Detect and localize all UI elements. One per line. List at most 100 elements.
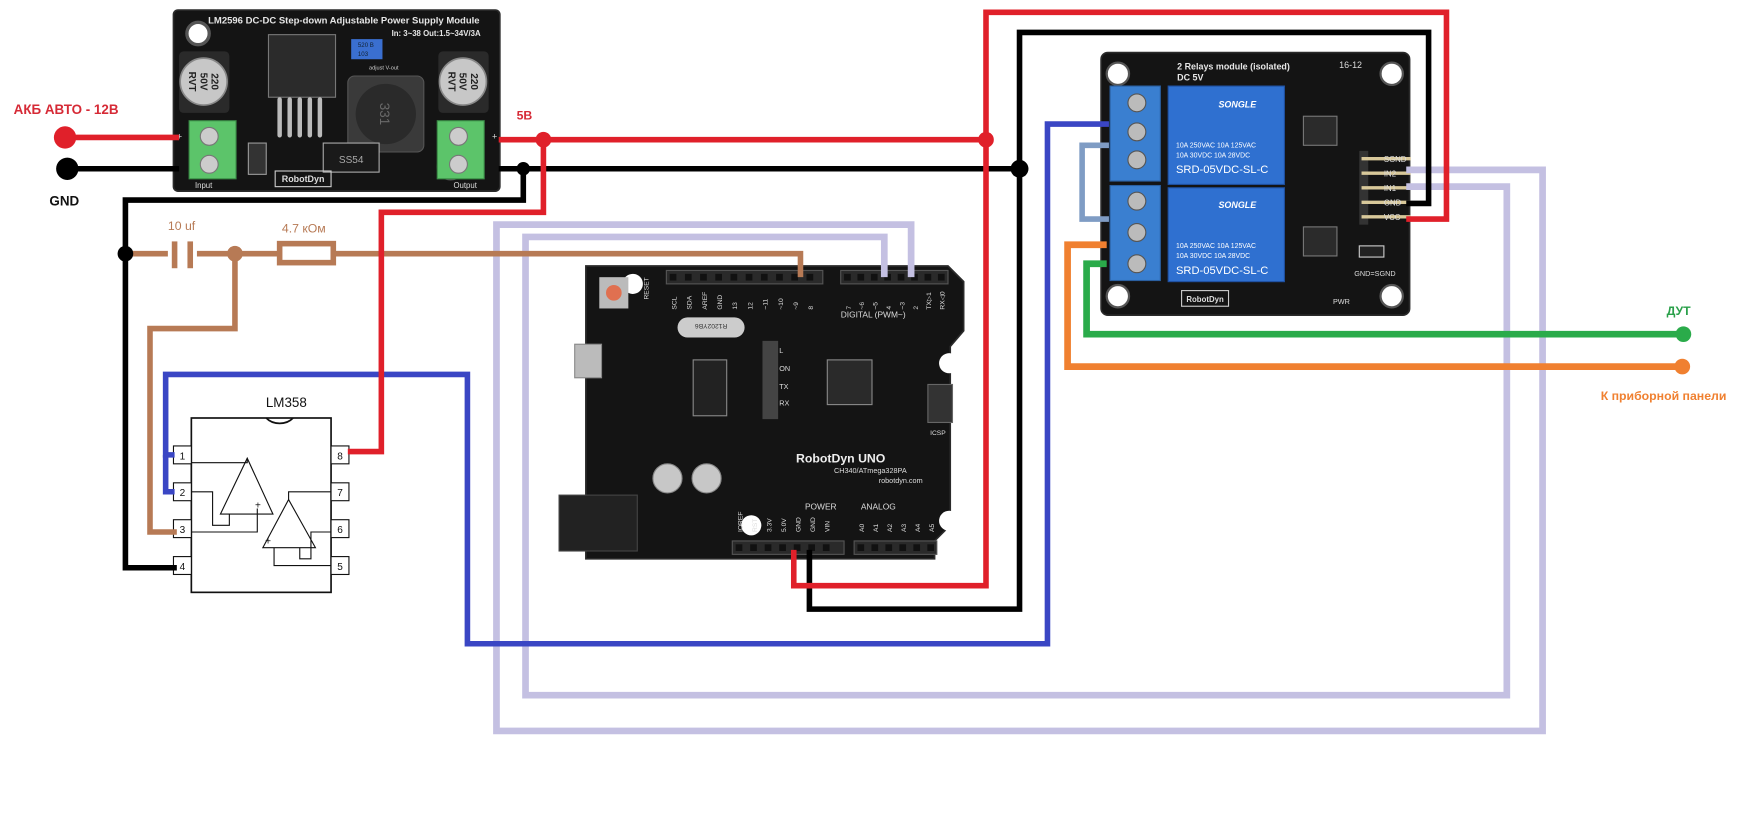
pin-label: ~5: [873, 302, 880, 310]
pin-in2: IN2: [1384, 170, 1396, 179]
buck-spec: In: 3~38 Out:1.5~34V/3A: [392, 29, 481, 38]
opamp-pin-number: 3: [180, 525, 186, 536]
digital-header-right: [840, 269, 949, 285]
svg-text:ANALOG: ANALOG: [861, 502, 896, 512]
icsp-header: [927, 383, 954, 424]
pin-label: SCL: [671, 296, 678, 309]
pin-label: ~11: [763, 298, 770, 309]
svg-text:520 B: 520 B: [358, 42, 374, 49]
header-pin: [885, 544, 893, 551]
svg-text:R1202YB6: R1202YB6: [695, 322, 728, 329]
opamp-pin-number: 6: [337, 525, 343, 536]
wire-dashboard: [1064, 241, 1683, 370]
optocoupler: [1302, 226, 1338, 257]
capacitor-47uf: [691, 463, 722, 494]
opamp-pin: [330, 445, 350, 465]
pin-label: 5.0V: [781, 518, 788, 532]
opamp-pin-number: 5: [337, 562, 343, 573]
svg-text:SRD-05VDC-SL-C: SRD-05VDC-SL-C: [1176, 164, 1268, 176]
svg-text:TX: TX: [779, 382, 788, 391]
header-pin: [806, 273, 814, 281]
pin-label: A3: [901, 524, 908, 532]
svg-text:RESET: RESET: [643, 277, 650, 299]
wire-gnd-to-opamp: [122, 168, 527, 571]
mount-hole: [1379, 283, 1404, 309]
svg-text:RobotDyn: RobotDyn: [1186, 295, 1224, 304]
svg-text:10A 250VAC 10A 125VAC: 10A 250VAC 10A 125VAC: [1176, 243, 1256, 250]
pin-label: 2: [913, 306, 920, 310]
trimpot: [351, 39, 383, 60]
header-pin: [913, 544, 921, 551]
wire-signal-to-opamp: [147, 253, 238, 535]
mount-hole: [939, 510, 960, 531]
header-pin: [700, 273, 707, 281]
header-pin: [793, 544, 801, 551]
dut-label: ДУТ: [1667, 304, 1692, 318]
pin-label: 12: [747, 302, 754, 310]
pin-vcc: VCC: [1384, 213, 1401, 222]
pin-label: A5: [929, 524, 936, 532]
power-jack: [558, 494, 638, 552]
header-pin: [764, 544, 772, 551]
pin-label: TX▷1: [926, 292, 933, 310]
svg-text:L: L: [779, 346, 783, 355]
svg-text:CH340/ATmega328PA: CH340/ATmega328PA: [834, 466, 907, 475]
relay1-terminal-block: [1109, 85, 1161, 182]
header-pin: [808, 544, 815, 551]
wires: [65, 9, 1684, 735]
pin-label: ~10: [778, 298, 785, 310]
gnd-label: GND: [49, 194, 79, 209]
relay-control-header: SGND IN2 IN1 GND VCC: [1359, 150, 1411, 225]
relay-title: 2 Relays module (isolated): [1177, 61, 1290, 71]
pin-label: GND: [810, 517, 817, 532]
svg-text:RVT: RVT: [186, 72, 197, 93]
wire-gnd-arduino: [806, 168, 1023, 612]
pin-label: ~9: [793, 302, 800, 310]
pin-label: GND: [795, 517, 802, 532]
svg-text:RVT: RVT: [445, 72, 456, 93]
capacitor-47uf: [652, 463, 683, 494]
header-pin: [745, 273, 753, 281]
junction-signal: [227, 245, 243, 262]
junction-5v: [978, 131, 994, 148]
pin-label: A1: [873, 524, 880, 532]
dashboard-label: К приборной панели: [1601, 389, 1727, 403]
header-pin: [937, 273, 945, 281]
lm358-body: [190, 417, 332, 594]
svg-text:POWER: POWER: [805, 502, 837, 512]
svg-text:+: +: [492, 132, 497, 142]
header-pin: [884, 273, 891, 281]
wire-d2-to-in2: [493, 166, 1546, 735]
svg-text:50V: 50V: [457, 73, 468, 91]
optocoupler: [1302, 115, 1338, 146]
pin-label: AREF: [702, 292, 709, 310]
battery-positive-terminal: [53, 126, 77, 149]
wire-5v-to-relay: [983, 9, 1450, 222]
wire-com-bridge: [1079, 142, 1109, 222]
header-pin: [924, 273, 932, 281]
wire-5v-arduino: [790, 139, 989, 589]
wire-gnd-relay: [1016, 29, 1432, 207]
wire-opamp-pin2: [162, 454, 175, 495]
svg-text:GND=SGND: GND=SGND: [1354, 269, 1395, 278]
wire-5v-to-opamp: [347, 139, 547, 455]
header-pin: [669, 273, 677, 281]
analog-header: [853, 540, 938, 555]
five-volt-label: 5В: [517, 109, 533, 123]
wire-signal-to-d9: [333, 250, 804, 278]
svg-text:SRD-05VDC-SL-C: SRD-05VDC-SL-C: [1176, 265, 1268, 277]
header-pin: [750, 544, 757, 551]
relay-module: 2 Relays module (isolated) DC 5V 16-12 S…: [1100, 51, 1411, 317]
power-header: [731, 540, 845, 555]
svg-text:ICSP: ICSP: [930, 430, 946, 437]
pin-label: A4: [915, 524, 922, 532]
header-pin: [760, 273, 768, 281]
opamp-pin-number: 4: [180, 562, 186, 573]
digital-label: DIGITAL (PWM~): [841, 309, 906, 319]
pin-label: IOREF: [737, 512, 744, 532]
input-terminal: Input: [188, 120, 237, 190]
header-pin: [684, 273, 692, 281]
opamp-pin: [172, 519, 192, 539]
header-pin: [791, 273, 799, 281]
